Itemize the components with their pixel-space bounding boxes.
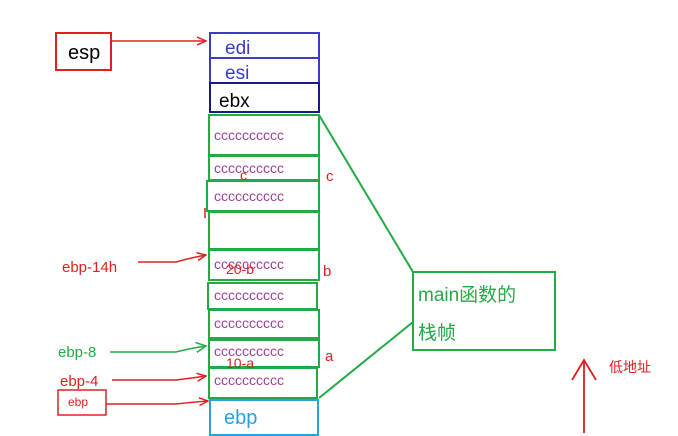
frame-label-box [412, 271, 556, 351]
offset-ebp-small: ebp [68, 395, 88, 409]
ebp-8-arrow [110, 346, 206, 352]
low-address-arrow-head [571, 358, 597, 381]
ebx-slot [209, 82, 320, 113]
stack-cell [208, 249, 320, 281]
var-b-label: b [323, 263, 331, 280]
ebp-14h-arrow [138, 255, 206, 263]
frame-label-line2: 栈帧 [418, 322, 456, 344]
stack-cell-text: cccccccccc [214, 188, 284, 204]
stack-cell [208, 309, 320, 339]
stack-cell-text: cccccccccc [214, 315, 284, 331]
var-c-label: c [326, 168, 334, 185]
offset-ebp-8: ebp-8 [58, 344, 96, 361]
offset-ebp-4: ebp-4 [60, 373, 98, 390]
var-a-label: a [325, 348, 334, 365]
stack-cell-text: cccccccccc [214, 287, 284, 303]
esi-label: esi [225, 63, 249, 84]
stack-cell-text: cccccccccc [214, 256, 284, 272]
stack-cell-text: cccccccccc [214, 160, 284, 176]
frame-bracket-top [318, 114, 414, 273]
var-b-overlay: 20-b [226, 261, 254, 277]
esp-label: esp [68, 42, 100, 64]
frame-bracket-bottom [318, 321, 414, 399]
frame-label-line1: main函数的 [418, 284, 516, 306]
stack-cell-text: cccccccccc [214, 343, 284, 359]
stack-cell-text: cccccccccc [214, 127, 284, 143]
ebp-4-arrow [112, 376, 206, 380]
esp-box [55, 32, 112, 71]
ebp-label: ebp [224, 407, 257, 429]
var-c-overlay: c [240, 167, 247, 183]
edi-label: edi [225, 38, 250, 59]
stack-cell-empty [208, 211, 320, 250]
ebp-slot [209, 399, 319, 436]
low-address-label: 低地址 [609, 359, 651, 375]
ebp-small-arrow [106, 401, 208, 404]
var-a-overlay: 10-a [226, 355, 254, 371]
stack-cell-text: cccccccccc [214, 372, 284, 388]
ebp-small-box [57, 389, 107, 416]
offset-ebp-14h: ebp-14h [62, 259, 117, 276]
stack-cell [208, 367, 318, 399]
ebx-label: ebx [219, 91, 250, 112]
